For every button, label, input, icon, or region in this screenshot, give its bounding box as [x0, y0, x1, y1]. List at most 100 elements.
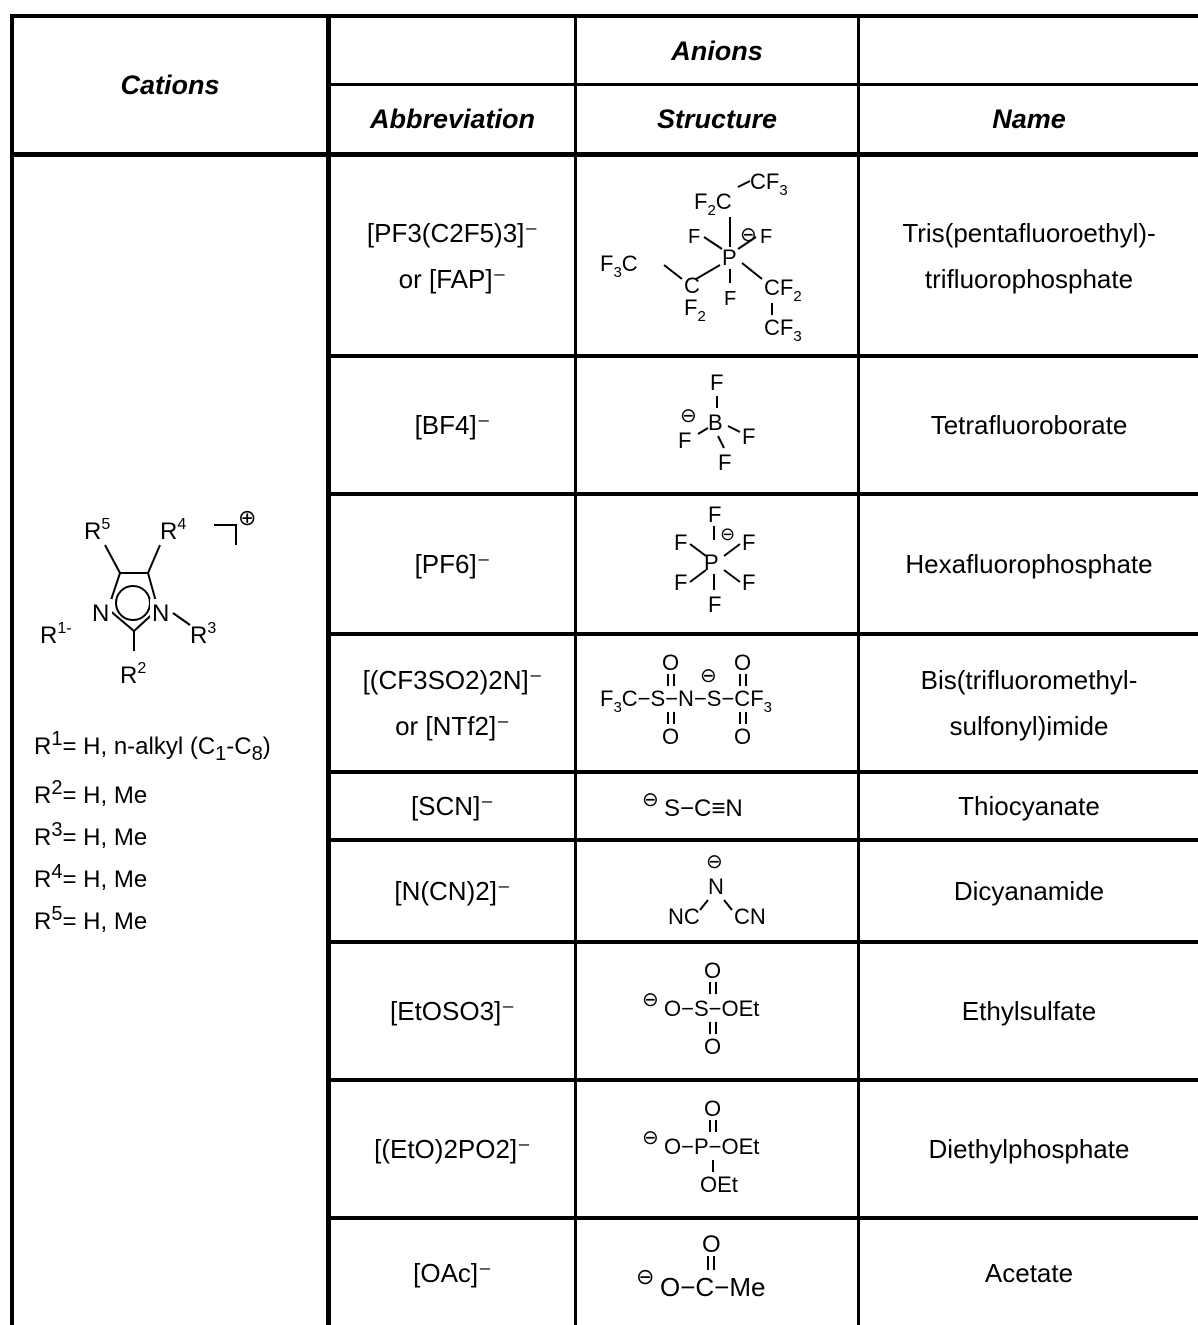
- svg-text:P: P: [704, 550, 719, 575]
- name-cell: Acetate: [984, 1257, 1074, 1288]
- svg-text:CF2: CF2: [764, 275, 802, 305]
- tetrafluoroborate-structure: F ⊖ B F F F: [678, 370, 755, 475]
- svg-text:S−C≡N: S−C≡N: [664, 795, 743, 822]
- header-bottom-border: [10, 152, 1198, 157]
- svg-text:⊖: ⊖: [642, 789, 659, 811]
- svg-text:F: F: [760, 226, 772, 248]
- svg-text:F: F: [718, 450, 731, 475]
- svg-text:⊖: ⊖: [642, 989, 659, 1011]
- row-divider: [328, 632, 1198, 636]
- header-divider: [328, 83, 1198, 86]
- svg-text:P: P: [722, 245, 737, 270]
- substituent-r5: R5= H, Me: [34, 902, 148, 935]
- svg-text:F: F: [678, 428, 691, 453]
- thiocyanate-structure: ⊖ S−C≡N: [642, 789, 743, 822]
- anion-name-text: Bis(trifluoromethyl-: [920, 665, 1138, 695]
- substituent-r2: R2= H, Me: [34, 776, 148, 809]
- row-divider: [328, 1078, 1198, 1082]
- substituent-r1: R1= H, n-alkyl (C1-C8): [34, 728, 271, 765]
- acetate-structure: O ⊖ O−C−Me: [636, 1231, 766, 1302]
- row-divider: [328, 1216, 1198, 1220]
- abbreviation-cell: [(EtO)2PO2]⁻: [374, 1134, 531, 1164]
- abbreviation-cell: [(CF3SO2)2N]⁻ or [NTf2]⁻: [331, 636, 574, 770]
- name-cell: Hexafluorophosphate: [905, 549, 1153, 579]
- row-divider: [328, 838, 1198, 842]
- abbreviation-header: Abbreviation: [369, 104, 536, 134]
- svg-text:F: F: [688, 226, 700, 248]
- abbreviation-text: [PF3(C2F5)3]⁻: [366, 217, 539, 248]
- name-cell: Tetrafluoroborate: [930, 410, 1128, 440]
- row-divider: [328, 492, 1198, 496]
- svg-text:F: F: [742, 530, 755, 555]
- name-header: Name: [992, 104, 1066, 134]
- svg-text:⊖: ⊖: [700, 665, 717, 687]
- name-cell: Dicyanamide: [953, 876, 1105, 906]
- svg-text:F2C: F2C: [694, 189, 732, 219]
- abbreviation-text: [(CF3SO2)2N]⁻: [362, 665, 543, 695]
- svg-text:CN: CN: [734, 904, 766, 929]
- svg-text:C: C: [684, 273, 700, 298]
- anion-name-text: trifluorophosphate: [924, 263, 1134, 294]
- name-cell: Ethylsulfate: [961, 996, 1097, 1026]
- diethylphosphate-structure: O ⊖ O−P−OEt OEt: [642, 1096, 759, 1197]
- abbreviation-cell: [OAc]⁻: [413, 1257, 492, 1288]
- svg-text:O: O: [702, 1231, 721, 1258]
- cation-substituent-list: R1= H, n-alkyl (C1-C8) R2= H, Me R3= H, …: [34, 722, 271, 939]
- svg-text:F3C−S−N−S−CF3: F3C−S−N−S−CF3: [600, 686, 772, 716]
- svg-text:NC: NC: [668, 904, 700, 929]
- name-cell: Bis(trifluoromethyl-sulfonyl)imide: [860, 636, 1198, 770]
- svg-text:OEt: OEt: [700, 1172, 738, 1197]
- svg-text:⊖: ⊖: [636, 1264, 654, 1289]
- svg-text:O: O: [704, 958, 721, 983]
- bistriflimide-structure: O O ⊖ F3C−S−N−S−CF3 O O: [600, 650, 772, 749]
- svg-text:CF3: CF3: [750, 169, 788, 199]
- svg-text:F: F: [674, 570, 687, 595]
- svg-text:N: N: [152, 600, 169, 627]
- hexafluorophosphate-structure: F ⊖ F F P F F F: [674, 502, 755, 617]
- row-divider: [328, 940, 1198, 944]
- name-cell: Diethylphosphate: [928, 1134, 1130, 1164]
- svg-text:F: F: [708, 502, 721, 527]
- abbreviation-alt-text: or [NTf2]⁻: [395, 711, 510, 741]
- svg-text:B: B: [708, 410, 723, 435]
- row-divider: [328, 354, 1198, 358]
- structure-header: Structure: [656, 104, 778, 134]
- svg-text:F: F: [674, 530, 687, 555]
- svg-text:N: N: [708, 874, 724, 899]
- svg-text:R4: R4: [160, 516, 186, 545]
- svg-text:R3: R3: [190, 620, 216, 649]
- svg-text:⊖: ⊖: [706, 851, 723, 873]
- svg-text:R2: R2: [120, 660, 146, 689]
- anion-name-text: sulfonyl)imide: [949, 711, 1109, 741]
- svg-text:N: N: [92, 600, 109, 627]
- dicyanamide-structure: ⊖ N NC CN: [668, 851, 766, 929]
- anions-header: Anions: [671, 35, 763, 66]
- abbreviation-cell: [EtOSO3]⁻: [390, 996, 515, 1026]
- abbreviation-alt-text: or [FAP]⁻: [398, 263, 507, 294]
- svg-text:O: O: [704, 1034, 721, 1059]
- table-border-top: [10, 14, 1198, 18]
- imidazolium-cation-structure: R5 R4 ⊕ N N R1- R3 R2: [40, 505, 256, 689]
- svg-text:F: F: [708, 592, 721, 617]
- abbreviation-cell: [N(CN)2]⁻: [394, 876, 511, 906]
- svg-text:F: F: [710, 370, 723, 395]
- anion-name-text: Tris(pentafluoroethyl)-: [902, 217, 1156, 248]
- svg-text:R1-: R1-: [40, 620, 72, 649]
- abbreviation-cell: [PF3(C2F5)3]⁻ or [FAP]⁻: [331, 157, 574, 354]
- table-border-left: [10, 14, 14, 1325]
- svg-text:⊖: ⊖: [680, 405, 697, 427]
- svg-text:O−P−OEt: O−P−OEt: [664, 1134, 759, 1159]
- svg-text:R5: R5: [84, 516, 110, 545]
- fap-anion-structure: CF3 F2C ⊖ F F P F3C C F2 F CF2 CF3: [600, 169, 802, 345]
- svg-text:F: F: [724, 288, 736, 310]
- abbreviation-cell: [PF6]⁻: [414, 549, 491, 579]
- svg-text:O−C−Me: O−C−Me: [660, 1272, 766, 1302]
- abbreviation-cell: [BF4]⁻: [414, 410, 491, 440]
- substituent-r3: R3= H, Me: [34, 818, 148, 851]
- svg-text:O−S−OEt: O−S−OEt: [664, 996, 759, 1021]
- row-divider: [328, 770, 1198, 774]
- name-cell: Tris(pentafluoroethyl)- trifluorophosphat…: [860, 157, 1198, 354]
- svg-text:O: O: [662, 724, 679, 749]
- svg-text:⊖: ⊖: [720, 524, 735, 544]
